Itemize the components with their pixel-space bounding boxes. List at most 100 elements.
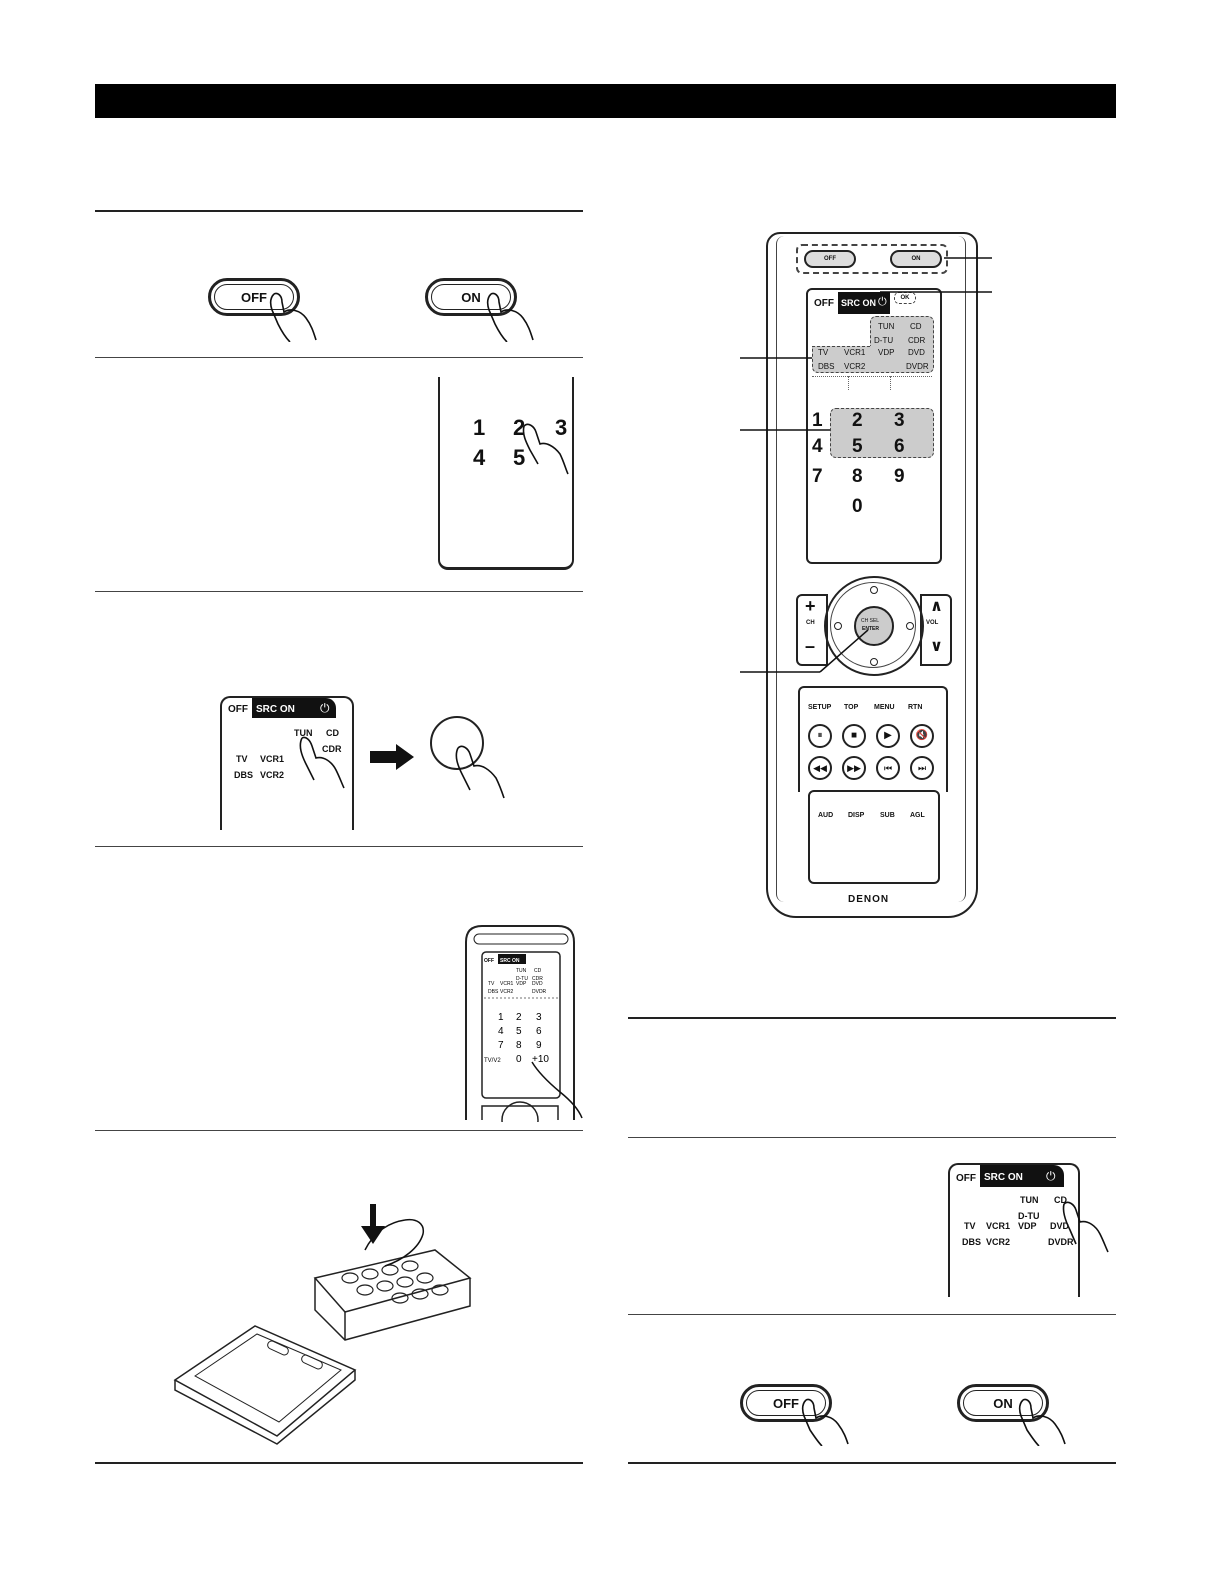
power-buttons-callout-box	[796, 244, 948, 274]
lcd-source-cdr[interactable]: CDR	[908, 336, 926, 345]
source-tv[interactable]: TV	[236, 754, 248, 764]
small-source-dtu: D-TU	[516, 976, 528, 982]
agl-button[interactable]: AGL	[910, 812, 925, 819]
lcd-key-3[interactable]: 3	[894, 410, 905, 431]
lcd-source-tv[interactable]: TV	[818, 348, 829, 357]
lcd-source-vcr2[interactable]: VCR2	[844, 362, 866, 371]
source-dbs[interactable]: DBS	[234, 770, 254, 780]
top-button[interactable]: TOP	[844, 704, 859, 711]
lcd-key-4[interactable]: 4	[812, 436, 823, 457]
on-button[interactable]: ON	[425, 278, 517, 316]
off-button[interactable]: OFF	[208, 278, 300, 316]
skip-forward-icon[interactable]: ⏭	[910, 756, 934, 780]
playback-panel	[798, 686, 948, 792]
off-button[interactable]: OFF	[740, 1384, 832, 1422]
round-button[interactable]	[430, 716, 484, 770]
pointing-hand-icon	[455, 745, 505, 799]
enter-button[interactable]: CH SEL ENTER	[854, 606, 894, 646]
source-cd[interactable]: CD	[326, 728, 339, 738]
small-key-1: 1	[498, 1012, 504, 1023]
lcd-source-vdp[interactable]: VDP	[878, 348, 895, 357]
source-vcr1[interactable]: VCR1	[260, 754, 285, 764]
sub-button[interactable]: SUB	[880, 812, 895, 819]
lcd-source-vcr1[interactable]: VCR1	[844, 348, 866, 357]
battery-cover-illustration	[173, 1204, 472, 1445]
lcd-source-dtu[interactable]: D-TU	[874, 336, 894, 345]
remote-keypad-closeup: 1 2 3 4 5	[438, 377, 574, 570]
small-tv-label: TV/V2	[484, 1058, 501, 1064]
nav-right-dot[interactable]	[906, 622, 914, 630]
key-3[interactable]: 3	[555, 415, 568, 440]
pointing-hand-icon	[1062, 1201, 1109, 1253]
lcd-key-1[interactable]: 1	[812, 410, 823, 431]
small-off-label: OFF	[484, 958, 494, 964]
mute-icon[interactable]: 🔇	[910, 724, 934, 748]
step-divider	[95, 846, 583, 847]
nav-left-dot[interactable]	[834, 622, 842, 630]
pointing-hand-icon	[486, 292, 534, 342]
lcd-src-on-tab[interactable]: SRC ON	[838, 292, 890, 314]
key-1[interactable]: 1	[473, 415, 486, 440]
small-key-6: 6	[536, 1026, 542, 1037]
pointing-hand-icon	[269, 292, 317, 342]
on-button[interactable]: ON	[957, 1384, 1049, 1422]
lcd-key-8[interactable]: 8	[852, 466, 863, 487]
step-divider	[95, 1462, 583, 1464]
fast-forward-icon[interactable]: ▶▶	[842, 756, 866, 780]
lcd-key-5[interactable]: 5	[852, 436, 863, 457]
lcd-source-dvd[interactable]: DVD	[908, 348, 925, 357]
lcd-key-2[interactable]: 2	[852, 410, 863, 431]
play-icon[interactable]: ▶	[876, 724, 900, 748]
small-source-vcr1: VCR1	[500, 981, 514, 987]
lcd-off-label[interactable]: OFF	[814, 298, 834, 309]
lcd-key-7[interactable]: 7	[812, 466, 823, 487]
nav-up-dot[interactable]	[870, 586, 878, 594]
source-cdr[interactable]: CDR	[322, 744, 342, 754]
section-header-bar	[95, 84, 1116, 118]
key-2[interactable]: 2	[513, 415, 526, 440]
chevron-down-icon: ∨	[930, 638, 943, 655]
disp-button[interactable]: DISP	[848, 812, 865, 819]
step-divider	[95, 357, 583, 358]
lcd-source-dvdr[interactable]: DVDR	[906, 362, 929, 371]
small-key-4: 4	[498, 1026, 504, 1037]
stop-icon[interactable]: ■	[842, 724, 866, 748]
pointing-hand-icon	[1018, 1398, 1066, 1446]
small-source-vdp: VDP	[516, 981, 527, 987]
arrow-right-icon	[370, 744, 414, 770]
lcd-key-6[interactable]: 6	[894, 436, 905, 457]
remote-off-button[interactable]: OFF	[804, 250, 856, 268]
menu-button[interactable]: MENU	[874, 704, 895, 711]
rewind-icon[interactable]: ◀◀	[808, 756, 832, 780]
small-source-cd: CD	[534, 968, 542, 974]
lcd-key-0[interactable]: 0	[852, 496, 863, 517]
key-4[interactable]: 4	[473, 445, 486, 470]
source-tun[interactable]: TUN	[294, 728, 313, 738]
setup-button[interactable]: SETUP	[808, 704, 832, 711]
source-vcr2[interactable]: VCR2	[260, 770, 285, 780]
lcd-source-cd[interactable]: CD	[910, 322, 922, 331]
step-divider	[95, 1130, 583, 1131]
small-source-tun: TUN	[516, 968, 527, 974]
aud-button[interactable]: AUD	[818, 812, 834, 819]
navigation-ring[interactable]: CH SEL ENTER	[824, 576, 924, 676]
skip-back-icon[interactable]: ⏮	[876, 756, 900, 780]
nav-down-dot[interactable]	[870, 658, 878, 666]
source-off-label: OFF	[228, 704, 248, 715]
arrow-down-icon	[361, 1204, 385, 1244]
brand-logo: DENON	[848, 894, 890, 905]
rtn-button[interactable]: RTN	[908, 704, 923, 711]
lcd-key-9[interactable]: 9	[894, 466, 905, 487]
key-5[interactable]: 5	[513, 445, 526, 470]
lcd-source-dbs[interactable]: DBS	[818, 362, 835, 371]
small-key-9: 9	[536, 1040, 542, 1051]
remote-on-button[interactable]: ON	[890, 250, 942, 268]
small-source-vcr2: VCR2	[500, 989, 514, 995]
pause-icon[interactable]: ⏸	[808, 724, 832, 748]
lcd-source-tun[interactable]: TUN	[878, 322, 895, 331]
source-panel-closeup: OFF SRC ON ⏻ TUN CD CDR TV VCR1 DBS VCR2	[220, 696, 354, 830]
pointing-hand-icon	[299, 736, 345, 789]
step-divider	[628, 1314, 1116, 1315]
step-divider	[628, 1017, 1116, 1019]
source-keys-callout-box	[812, 346, 934, 373]
